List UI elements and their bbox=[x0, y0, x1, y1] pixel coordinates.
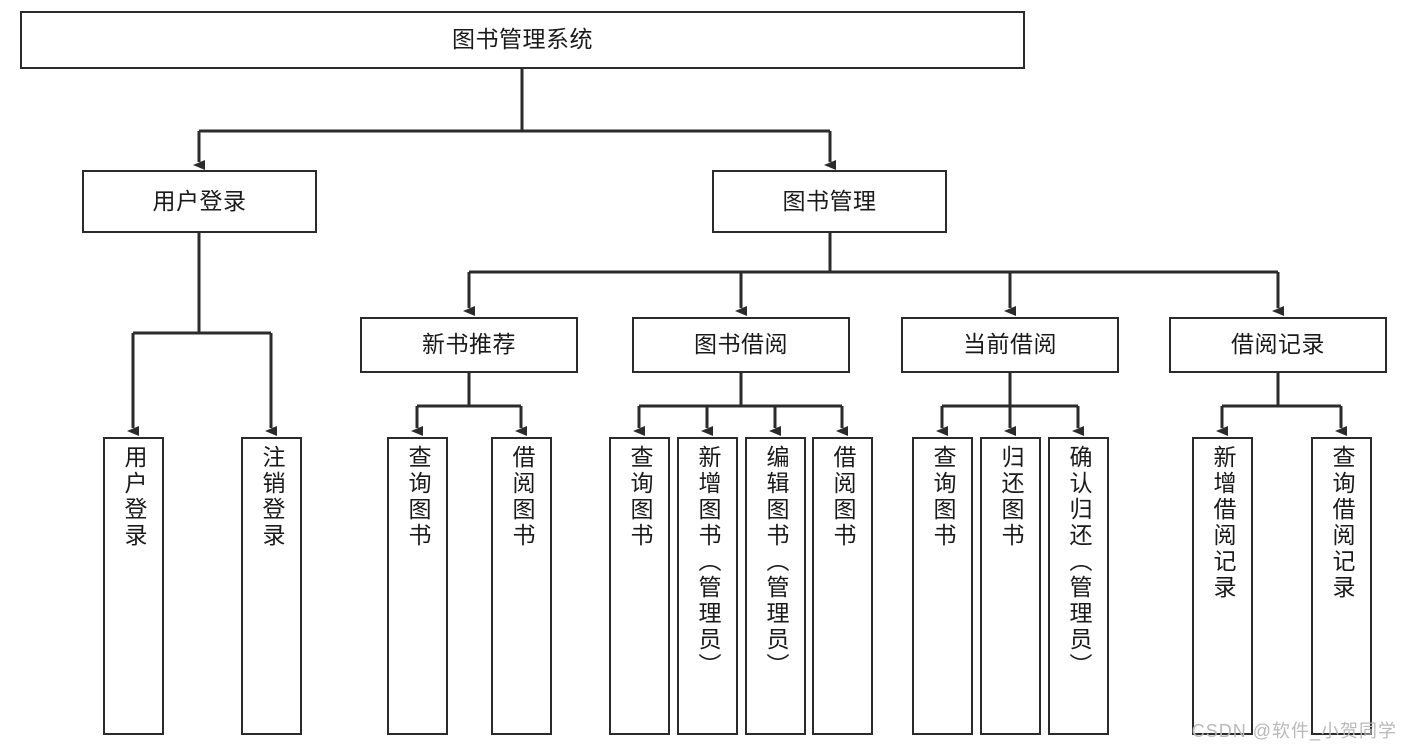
node-new-book-recommend[interactable]: 新书推荐 bbox=[360, 317, 578, 373]
node-user-login[interactable]: 用户登录 bbox=[82, 170, 317, 233]
node-root-label: 图书管理系统 bbox=[452, 26, 593, 53]
node-leaf-borrow-book-2[interactable]: 借阅图书 bbox=[812, 437, 873, 735]
node-current-borrow-label: 当前借阅 bbox=[963, 331, 1057, 358]
node-leaf-query-book-2-label: 查询图书 bbox=[627, 445, 653, 549]
node-leaf-query-book-1-label: 查询图书 bbox=[405, 445, 431, 549]
node-leaf-add-book-label: 新增图书（管理员） bbox=[695, 445, 721, 679]
node-leaf-return-book-label: 归还图书 bbox=[998, 445, 1024, 549]
node-leaf-edit-book[interactable]: 编辑图书（管理员） bbox=[745, 437, 806, 735]
node-leaf-confirm-return[interactable]: 确认归还（管理员） bbox=[1048, 437, 1109, 735]
node-leaf-query-record[interactable]: 查询借阅记录 bbox=[1311, 437, 1372, 735]
node-leaf-user-login-label: 用户登录 bbox=[121, 445, 147, 549]
node-leaf-query-book-3[interactable]: 查询图书 bbox=[912, 437, 973, 735]
node-book-manage-label: 图书管理 bbox=[782, 187, 877, 214]
node-borrow-record[interactable]: 借阅记录 bbox=[1169, 317, 1387, 373]
node-leaf-edit-book-label: 编辑图书（管理员） bbox=[763, 445, 789, 679]
node-leaf-borrow-book-2-label: 借阅图书 bbox=[830, 445, 856, 549]
node-leaf-query-book-1[interactable]: 查询图书 bbox=[387, 437, 448, 735]
node-leaf-return-book[interactable]: 归还图书 bbox=[980, 437, 1041, 735]
node-leaf-user-logout-label: 注销登录 bbox=[259, 445, 285, 549]
node-new-book-recommend-label: 新书推荐 bbox=[422, 331, 516, 358]
node-leaf-borrow-book-1-label: 借阅图书 bbox=[509, 445, 535, 549]
node-leaf-add-record[interactable]: 新增借阅记录 bbox=[1192, 437, 1253, 735]
node-leaf-confirm-return-label: 确认归还（管理员） bbox=[1066, 445, 1092, 679]
node-book-manage[interactable]: 图书管理 bbox=[712, 170, 947, 233]
node-borrow-record-label: 借阅记录 bbox=[1231, 331, 1325, 358]
node-leaf-add-record-label: 新增借阅记录 bbox=[1210, 445, 1236, 601]
node-leaf-query-book-3-label: 查询图书 bbox=[930, 445, 956, 549]
node-leaf-query-record-label: 查询借阅记录 bbox=[1329, 445, 1355, 601]
node-user-login-label: 用户登录 bbox=[152, 187, 247, 214]
node-leaf-query-book-2[interactable]: 查询图书 bbox=[609, 437, 670, 735]
node-current-borrow[interactable]: 当前借阅 bbox=[901, 317, 1119, 373]
node-leaf-borrow-book-1[interactable]: 借阅图书 bbox=[491, 437, 552, 735]
node-root[interactable]: 图书管理系统 bbox=[20, 11, 1025, 69]
node-leaf-add-book[interactable]: 新增图书（管理员） bbox=[677, 437, 738, 735]
csdn-watermark: CSDN @软件_小贺同学 bbox=[1191, 721, 1397, 741]
node-leaf-user-login[interactable]: 用户登录 bbox=[103, 437, 164, 735]
node-book-borrow-label: 图书借阅 bbox=[694, 331, 788, 358]
node-book-borrow[interactable]: 图书借阅 bbox=[632, 317, 850, 373]
node-leaf-user-logout[interactable]: 注销登录 bbox=[241, 437, 302, 735]
